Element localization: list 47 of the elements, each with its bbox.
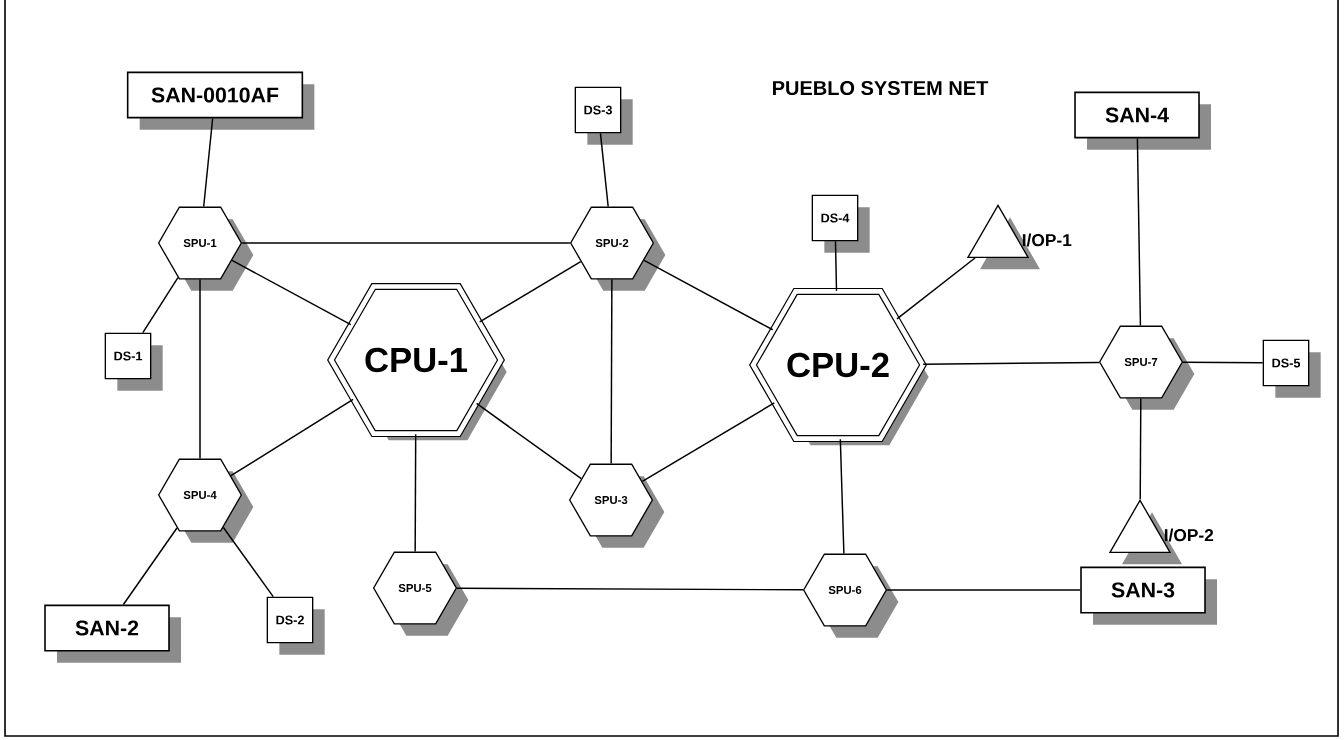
- connector-line: [231, 259, 352, 326]
- processor-hexagon: SPU-7: [1098, 325, 1195, 410]
- processor-hexagon: SPU-6: [802, 553, 899, 638]
- connector-line: [478, 260, 582, 323]
- connector-line: [886, 589, 1081, 591]
- connector-line: [1182, 361, 1264, 364]
- connector-line: [222, 526, 274, 598]
- storage-box: DS-2: [266, 596, 325, 655]
- processor-hexagon: SPU-4: [157, 458, 254, 543]
- io-triangle: [1108, 499, 1214, 565]
- title: PUEBLO SYSTEM NET: [773, 80, 989, 96]
- storage-box: SAN-2: [44, 604, 181, 663]
- connector-line: [839, 438, 845, 555]
- io-label: I/OP-2: [1164, 528, 1214, 542]
- connector-line: [641, 402, 775, 483]
- connector-line: [475, 402, 582, 480]
- io-label: I/OP-1: [1022, 233, 1072, 247]
- connector-line: [414, 433, 417, 553]
- storage-box: DS-5: [1262, 339, 1321, 398]
- connector-line: [202, 117, 214, 208]
- connector-line: [834, 240, 838, 292]
- storage-box: SAN-3: [1080, 566, 1217, 625]
- connector-line: [142, 276, 179, 334]
- connector-line: [1136, 137, 1142, 327]
- connector-line: [599, 132, 609, 208]
- storage-box: DS-3: [574, 86, 633, 145]
- connector-line: [230, 398, 354, 477]
- connector-line: [199, 278, 201, 460]
- connector-line: [456, 587, 804, 591]
- connector-line: [610, 278, 613, 465]
- storage-box: SAN-4: [1074, 91, 1211, 150]
- connector-line: [922, 361, 1100, 365]
- storage-box: DS-4: [811, 194, 870, 253]
- cpu-hexagon: CPU-2: [749, 287, 929, 446]
- io-triangle: [966, 204, 1072, 270]
- processor-hexagon: SPU-3: [568, 463, 665, 548]
- processor-hexagon: SPU-1: [157, 206, 254, 291]
- processor-hexagon: SPU-2: [569, 206, 666, 291]
- processor-hexagon: SPU-5: [372, 551, 469, 636]
- cpu-hexagon: CPU-1: [327, 282, 507, 441]
- connector-line: [896, 257, 976, 320]
- connector-line: [643, 259, 774, 331]
- connector-line: [1139, 397, 1142, 501]
- storage-box: SAN-0010AF: [126, 71, 315, 130]
- connector-line: [122, 527, 178, 606]
- connector-line: [241, 242, 571, 244]
- storage-box: DS-1: [104, 332, 163, 391]
